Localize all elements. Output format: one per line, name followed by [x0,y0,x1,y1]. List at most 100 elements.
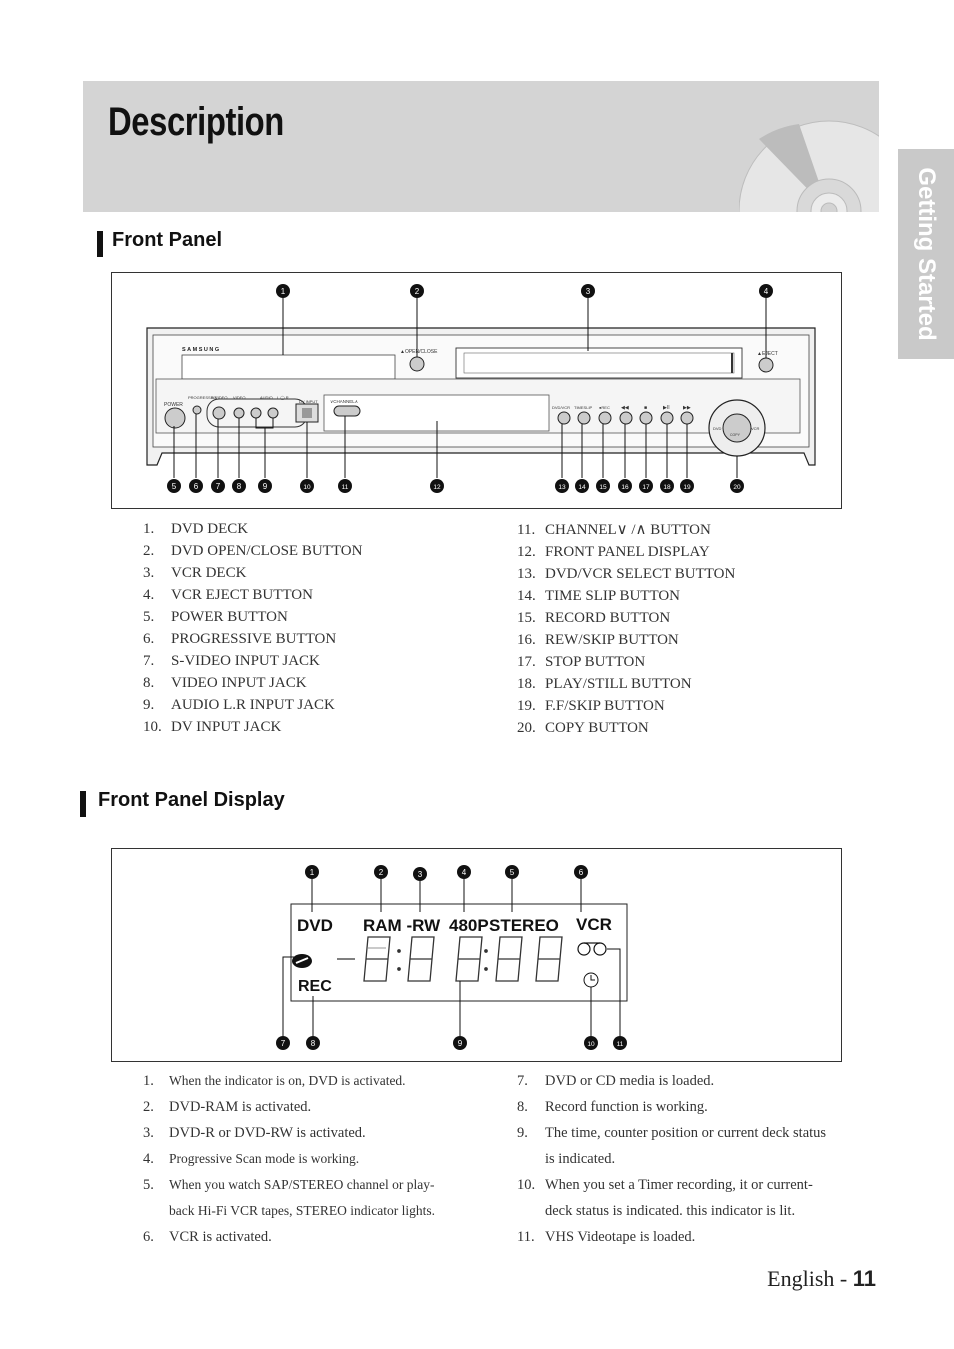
list-item: 5.POWER BUTTON [143,609,288,625]
display-480p: 480P [449,916,489,935]
front-panel-callouts: 1 2 3 4 5 6 7 8 9 10 11 12 13 14 15 16 1… [167,284,773,493]
label-dvd-vcr: DVD/VCR [552,405,570,410]
callout-6: 6 [579,868,584,877]
callout-2: 2 [415,287,420,296]
callout-13: 13 [558,484,566,491]
front-panel-figure: SAMSUNG ▲OPEN/CLOSE ▲EJECT POWER PROGRES… [111,272,842,509]
seven-segment-digits [337,936,563,982]
display-dvd: DVD [297,916,333,935]
display-list-left: 1.When the indicator is on, DVD is activ… [143,1068,443,1250]
front-panel-list-left: 1.DVD DECK 2.DVD OPEN/CLOSE BUTTON 3.VCR… [143,518,493,738]
callout-11: 11 [617,1041,624,1048]
label-ff: ▶▶ [683,405,691,411]
display-stereo: STEREO [489,916,559,935]
list-item: 4.VCR EJECT BUTTON [143,587,313,603]
label-audio: AUDIO [260,395,273,400]
list-item: 12.FRONT PANEL DISPLAY [517,544,710,560]
list-item: 1.When the indicator is on, DVD is activ… [143,1073,406,1089]
callout-19: 19 [683,484,691,491]
display-ram-rw: RAM -RW [363,916,441,935]
display-callouts: 1 2 3 4 5 6 7 8 9 10 11 [276,865,627,1050]
display-vcr: VCR [576,915,612,934]
callout-3: 3 [586,287,591,296]
section-bar [97,231,103,257]
label-channel: ∨CHANNEL∧ [330,399,359,404]
list-item: 13.DVD/VCR SELECT BUTTON [517,566,736,582]
callout-15: 15 [599,484,607,491]
label-copy-vcr: VCR [751,426,760,431]
list-item: 8.VIDEO INPUT JACK [143,675,307,691]
label-eject: ▲EJECT [757,351,778,357]
list-item: 7.S-VIDEO INPUT JACK [143,653,320,669]
list-item: 15.RECORD BUTTON [517,610,671,626]
front-panel-list-right: 11.CHANNEL∨ /∧ BUTTON 12.FRONT PANEL DIS… [517,519,847,739]
list-item: 5.When you watch SAP/STEREO channel or p… [143,1177,435,1218]
list-item: 6.PROGRESSIVE BUTTON [143,631,337,647]
list-item: 10.When you set a Timer recording, it or… [517,1177,813,1219]
list-item: 4.Progressive Scan mode is working. [143,1151,360,1167]
display-diagram: DVD RAM -RW 480P STEREO VCR REC [276,865,628,1050]
callout-5: 5 [172,482,177,491]
callout-10: 10 [303,484,311,491]
label-copy-dvd: DVD [713,426,722,431]
callout-11: 11 [342,484,349,491]
disc-icon [292,954,312,968]
page-footer: English - 11 [767,1266,876,1292]
callout-8: 8 [311,1039,316,1048]
list-item: 10.DV INPUT JACK [143,719,282,735]
front-panel-display-heading: Front Panel Display [98,789,285,811]
callout-3: 3 [418,870,423,879]
callout-4: 4 [462,868,467,877]
list-item: 2.DVD-RAM is activated. [143,1099,312,1115]
callout-7: 7 [216,482,221,491]
list-item: 1.DVD DECK [143,521,249,537]
section-bar [80,791,86,817]
footer-language: English - [767,1266,848,1291]
list-item: 18.PLAY/STILL BUTTON [517,676,692,692]
callout-9: 9 [263,482,268,491]
list-item: 19.F.F/SKIP BUTTON [517,698,665,714]
callout-4: 4 [764,287,769,296]
side-tab[interactable]: Getting Started [898,149,954,359]
label-timeslip: TIMESLIP [574,405,593,410]
vhs-tape-icon [577,942,607,956]
label-video: VIDEO [233,395,245,400]
device-brand: SAMSUNG [182,347,221,353]
list-item: 3.DVD-R or DVD-RW is activated. [143,1125,366,1141]
callout-12: 12 [433,484,441,491]
label-stop: ■ [644,405,647,411]
callout-2: 2 [379,868,384,877]
callout-1: 1 [281,287,286,296]
list-item: 11.VHS Videotape is loaded. [517,1229,696,1245]
list-item: 20.COPY BUTTON [517,720,649,736]
header-band [83,81,879,212]
callout-9: 9 [458,1039,463,1048]
front-panel-display-figure: DVD RAM -RW 480P STEREO VCR REC [111,848,842,1062]
callout-14: 14 [578,484,586,491]
list-item: 8.Record function is working. [517,1099,708,1115]
disc-graphic [739,120,879,212]
label-rew: ◀◀ [621,405,629,411]
label-svideo: S-VIDEO [211,395,227,400]
callout-5: 5 [510,868,515,877]
callout-8: 8 [237,482,242,491]
callout-18: 18 [663,484,671,491]
list-item: 11.CHANNEL∨ /∧ BUTTON [517,522,711,538]
list-item: 7.DVD or CD media is loaded. [517,1073,715,1089]
callout-6: 6 [194,482,199,491]
list-item: 6.VCR is activated. [143,1229,272,1245]
side-tab-label: Getting Started [913,167,940,341]
display-list-right: 7.DVD or CD media is loaded. 8.Record fu… [517,1068,835,1250]
label-open-close: ▲OPEN/CLOSE [400,349,438,355]
list-item: 2.DVD OPEN/CLOSE BUTTON [143,543,363,559]
list-item: 9.AUDIO L.R INPUT JACK [143,697,335,713]
callout-20: 20 [733,484,741,491]
list-item: 9.The time, counter position or current … [517,1125,827,1167]
page-number: 11 [852,1266,876,1291]
display-rec: REC [298,978,332,995]
label-copy: COPY [730,433,741,437]
front-panel-heading: Front Panel [112,229,223,251]
list-item: 16.REW/SKIP BUTTON [517,632,679,648]
callout-10: 10 [587,1041,595,1048]
list-item: 17.STOP BUTTON [517,654,646,670]
